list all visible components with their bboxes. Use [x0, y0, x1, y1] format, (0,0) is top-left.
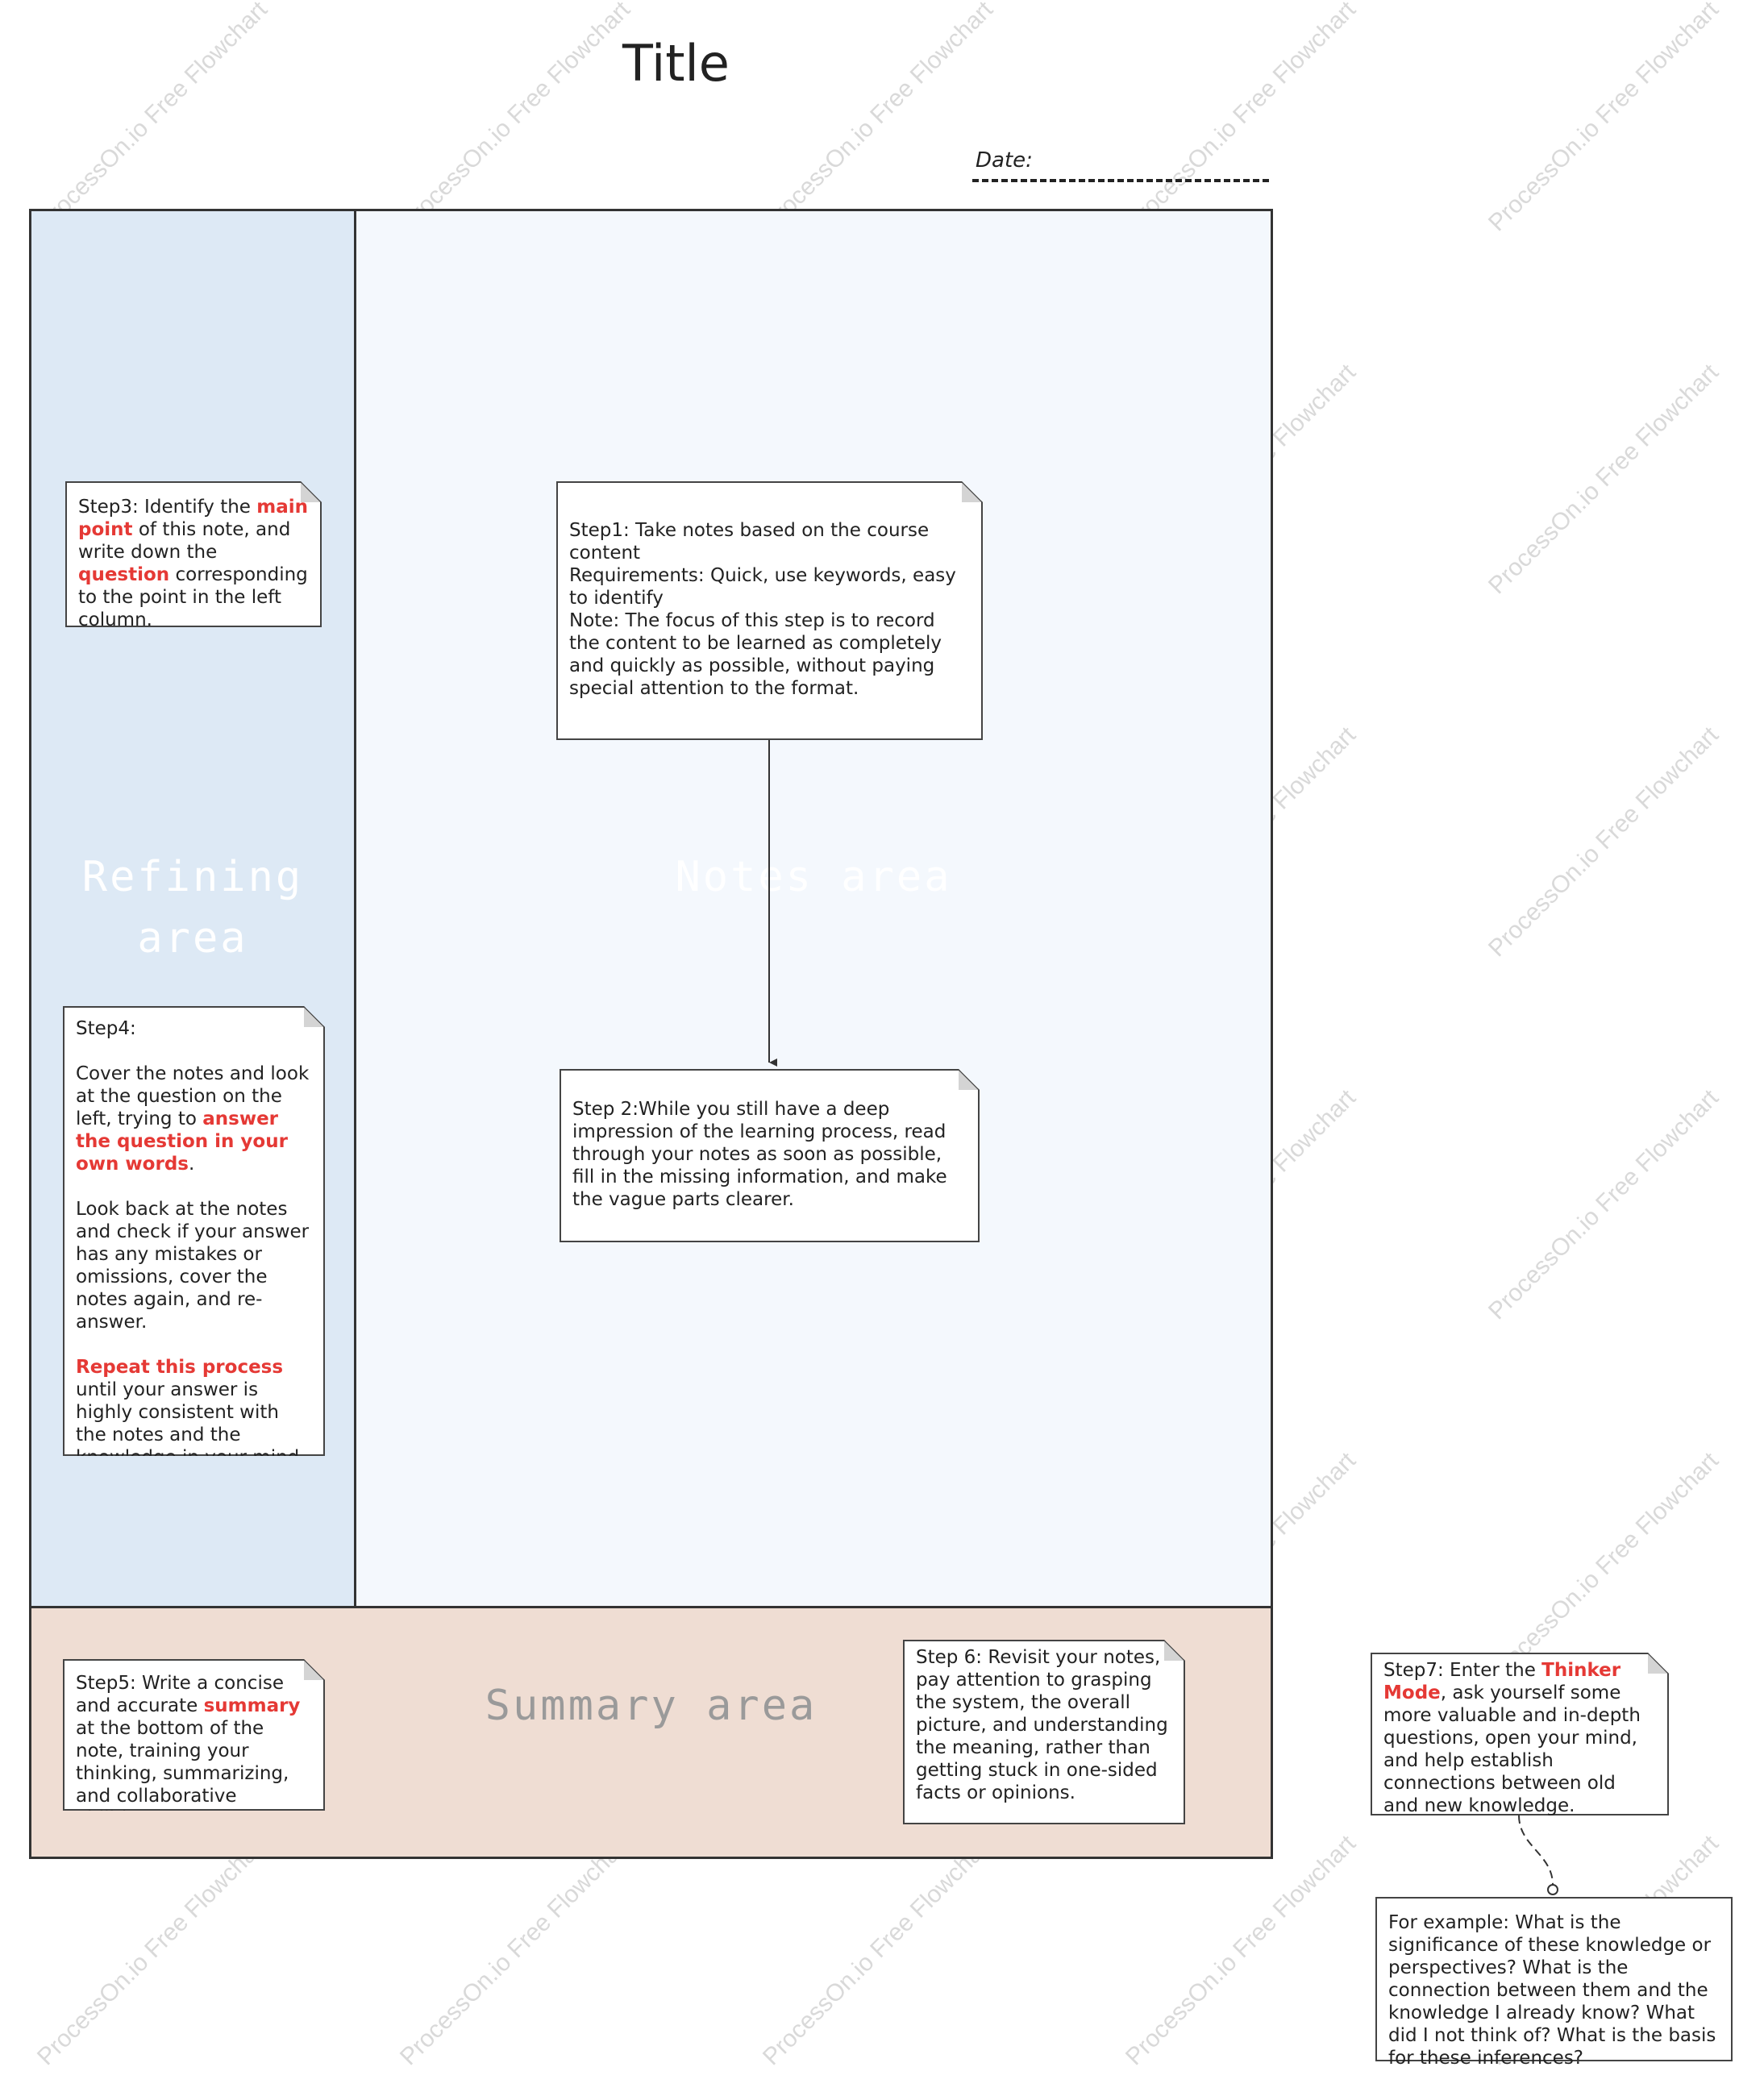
step7-highlight-thinker-mode: Thinker Mode	[1383, 1660, 1621, 1703]
step1-line2: Requirements: Quick, use keywords, easy …	[569, 565, 956, 609]
step4-paragraph-2: Look back at the notes and check if your…	[76, 1199, 310, 1333]
step7-text-1: Step7: Enter the	[1383, 1660, 1542, 1681]
step2-note[interactable]: Step 2:While you still have a deep impre…	[560, 1069, 980, 1242]
refining-area-label: Refining area	[81, 853, 304, 963]
notes-area-label: Notes area	[675, 853, 952, 901]
date-label: Date:	[976, 148, 1033, 173]
page-title: Title	[622, 34, 730, 93]
step3-text-2: of this note, and write down the	[78, 519, 291, 563]
step5-note[interactable]: Step5: Write a concise and accurate summ…	[63, 1659, 325, 1811]
step1-line1: Step1: Take notes based on the course co…	[569, 520, 930, 564]
summary-area-label: Summary area	[485, 1682, 818, 1730]
step4-highlight-repeat: Repeat this process	[76, 1357, 284, 1378]
step1-note[interactable]: Step1: Take notes based on the course co…	[556, 481, 983, 740]
step5-text-1: Step5: Write a concise and accurate	[76, 1673, 284, 1716]
step7-note[interactable]: Step7: Enter the Thinker Mode, ask yours…	[1371, 1653, 1669, 1815]
step4-paragraph-1: Cover the notes and look at the question…	[76, 1063, 312, 1175]
step3-text-1: Step3: Identify the	[78, 497, 257, 518]
step6-note[interactable]: Step 6: Revisit your notes, pay attentio…	[903, 1640, 1185, 1824]
step4-title: Step4:	[76, 1018, 136, 1039]
step4-note[interactable]: Step4: Cover the notes and look at the q…	[63, 1006, 325, 1456]
step7-to-example-connector[interactable]	[1518, 1815, 1554, 1886]
date-line	[972, 179, 1269, 182]
connector-end-dot	[1547, 1884, 1558, 1895]
step4-highlight-answer: answer the question in your own words	[76, 1108, 288, 1175]
step3-highlight-question: question	[78, 564, 170, 585]
step4-p1-text-1: Cover the notes and look at the question…	[76, 1063, 310, 1129]
notes-area-panel[interactable]	[354, 209, 1273, 1608]
step2-text: Step 2:While you still have a deep impre…	[572, 1099, 947, 1210]
step3-highlight-main-point: main point	[78, 497, 309, 540]
step1-line3: Note: The focus of this step is to recor…	[569, 610, 942, 699]
step4-p1-text-2: .	[188, 1154, 195, 1175]
step5-highlight-summary: summary	[203, 1695, 301, 1716]
step5-text-2: at the bottom of the note, training your…	[76, 1718, 289, 1807]
step3-note[interactable]: Step3: Identify the main point of this n…	[65, 481, 322, 627]
step6-text: Step 6: Revisit your notes, pay attentio…	[916, 1647, 1168, 1803]
step7-text-2: , ask yourself some more valuable and in…	[1383, 1682, 1641, 1816]
example-note[interactable]: For example: What is the significance of…	[1375, 1897, 1733, 2069]
step3-text-3: corresponding to the point in the left c…	[78, 564, 308, 630]
example-text: For example: What is the significance of…	[1388, 1912, 1716, 2069]
